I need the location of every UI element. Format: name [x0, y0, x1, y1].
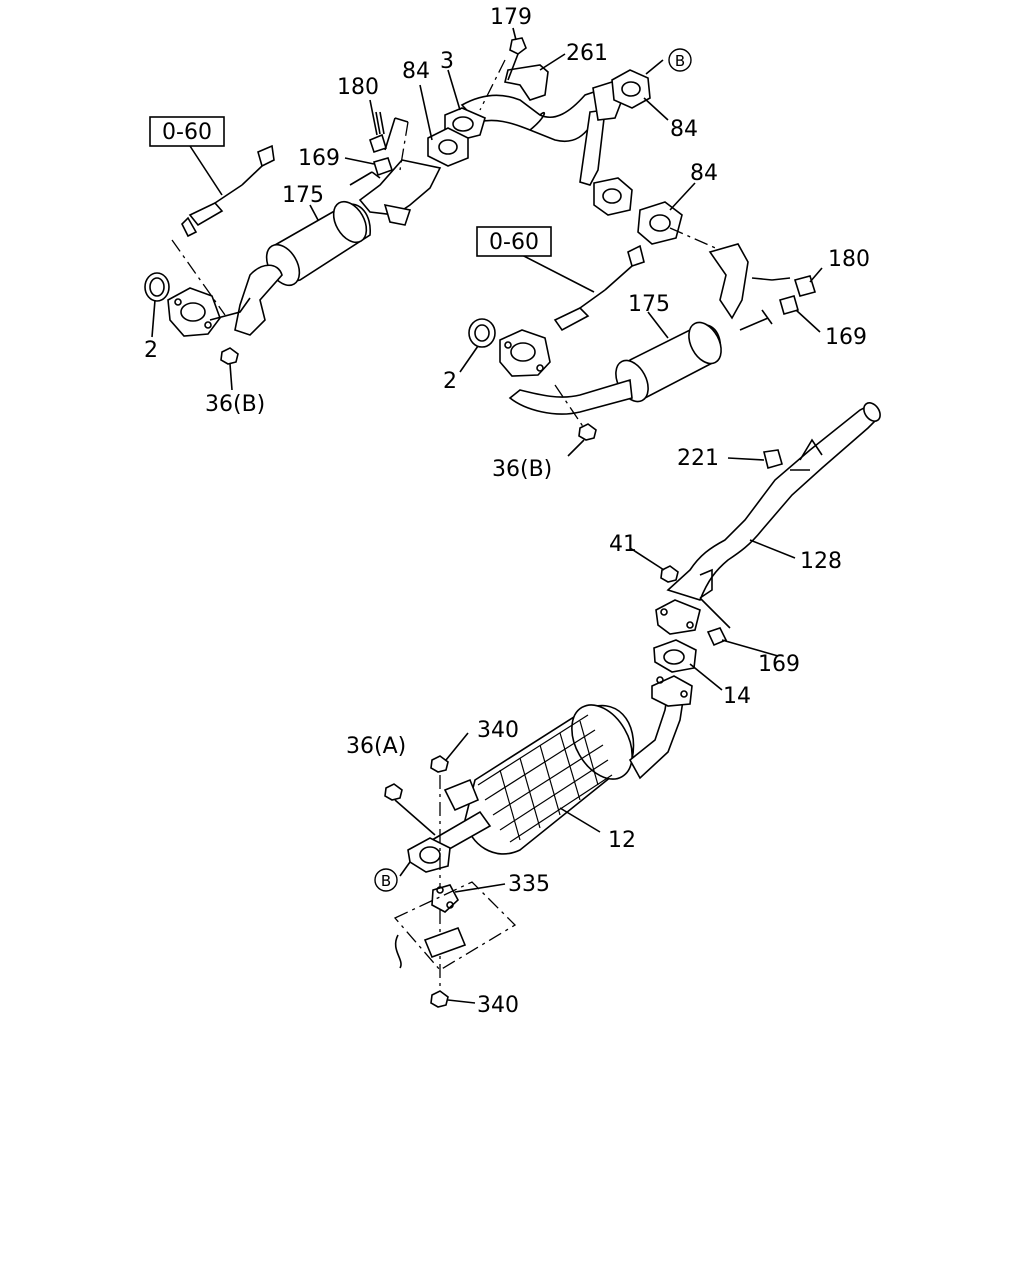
bolt-180-left — [369, 111, 387, 154]
clip-221 — [763, 449, 783, 469]
gasket-84-left — [427, 127, 469, 167]
nut-36a — [384, 783, 403, 801]
front-pipe-assembly-left — [444, 37, 633, 216]
callout-2-right: 2 — [443, 369, 457, 394]
callout-340-bottom: 340 — [477, 993, 519, 1018]
nut-36b-right — [578, 423, 597, 441]
gasket-14 — [653, 639, 697, 673]
callout-84-top-right: 84 — [670, 117, 698, 142]
callout-175-right: 175 — [628, 292, 670, 317]
gasket-2-right — [468, 318, 496, 348]
callout-36a: 36(A) — [346, 734, 406, 759]
callout-labels: 179 261 3 84 180 169 175 2 36(B) 84 84 1… — [144, 5, 870, 1018]
marker-b-bottom: B — [374, 868, 398, 892]
callout-180-left: 180 — [337, 75, 379, 100]
gasket-2-left — [144, 272, 170, 302]
callout-3: 3 — [440, 49, 454, 74]
frame-mount — [393, 881, 517, 971]
callout-84-right: 84 — [690, 161, 718, 186]
callout-221: 221 — [677, 446, 719, 471]
marker-b-top: B — [668, 48, 692, 72]
center-pipe-128 — [655, 402, 881, 635]
leader-lines — [151, 27, 823, 1004]
marker-b-bottom-label: B — [381, 872, 391, 890]
clip-169-left — [372, 157, 394, 177]
flange-left — [167, 287, 251, 337]
ref-box-a-label: 0-60 — [162, 120, 212, 145]
catalytic-converter-175-right — [508, 243, 791, 415]
callout-169-left: 169 — [298, 146, 340, 171]
callout-261: 261 — [566, 41, 608, 66]
callout-2-left: 2 — [144, 338, 158, 363]
callout-12: 12 — [608, 828, 636, 853]
gasket-84-top — [611, 69, 651, 109]
nut-36b-left — [220, 347, 239, 365]
callout-36b-left: 36(B) — [205, 392, 265, 417]
ref-box-b-label: 0-60 — [489, 230, 539, 255]
callout-14: 14 — [723, 684, 751, 709]
muffler-12 — [407, 675, 693, 873]
nut-340-bottom — [430, 990, 449, 1008]
nut-41 — [660, 565, 679, 583]
clip-169-right — [779, 295, 799, 315]
callout-36b-right: 36(B) — [492, 457, 552, 482]
callout-335: 335 — [508, 872, 550, 897]
clip-169-center — [706, 627, 728, 647]
gasket-84-right — [637, 201, 683, 245]
callout-41: 41 — [609, 532, 637, 557]
callout-179: 179 — [490, 5, 532, 30]
flange-right — [499, 329, 551, 377]
ref-box-b[interactable]: 0-60 — [476, 226, 552, 257]
callout-340-top: 340 — [477, 718, 519, 743]
catalytic-converter-175-left — [234, 117, 442, 336]
callout-128: 128 — [800, 549, 842, 574]
ref-box-a[interactable]: 0-60 — [149, 116, 225, 147]
oxygen-sensor-left — [181, 144, 275, 238]
nut-340-top — [430, 755, 449, 773]
callout-84-left: 84 — [402, 59, 430, 84]
oxygen-sensor-right — [553, 244, 645, 332]
callout-180-right: 180 — [828, 247, 870, 272]
bracket-335 — [431, 884, 459, 913]
callout-169-center: 169 — [758, 652, 800, 677]
callout-169-right: 169 — [825, 325, 867, 350]
callout-175-left: 175 — [282, 183, 324, 208]
marker-b-top-label: B — [675, 52, 685, 70]
